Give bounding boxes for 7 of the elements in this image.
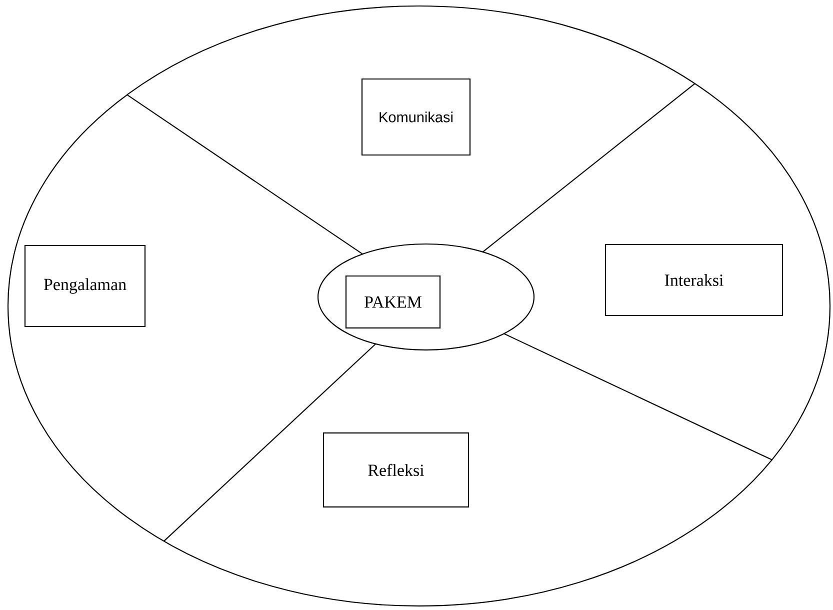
label-box: Komunikasi [361,78,471,156]
ellipse-shape [7,5,831,607]
label-box: Refleksi [322,432,470,508]
label-box: Interaksi [604,244,784,316]
ellipse-shape [317,243,535,351]
label-box: Pengalaman [24,244,146,328]
label-box: PAKEM [345,275,441,329]
